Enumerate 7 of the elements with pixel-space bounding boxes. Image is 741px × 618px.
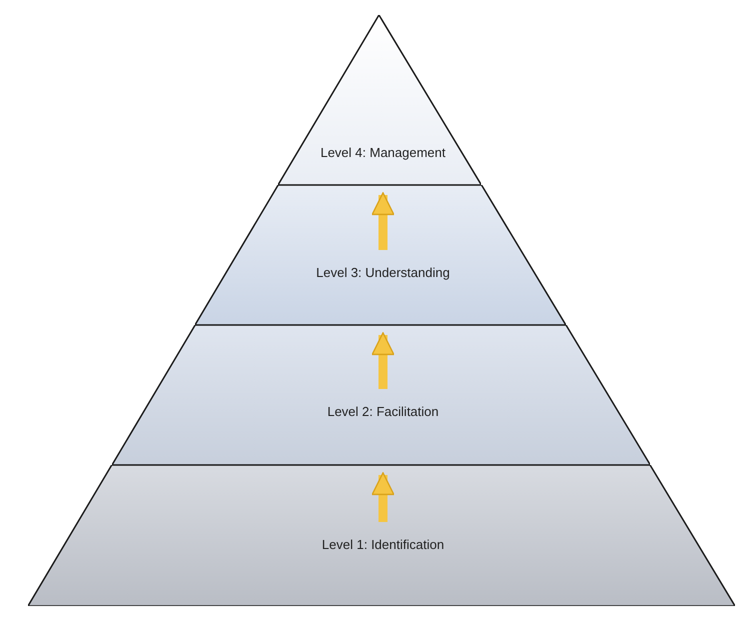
up-arrow bbox=[372, 332, 394, 389]
level-label: Level 3: Understanding bbox=[316, 265, 450, 280]
level-label: Level 4: Management bbox=[320, 145, 446, 160]
up-arrow bbox=[372, 472, 394, 522]
level-label: Level 2: Facilitation bbox=[327, 404, 439, 419]
level-label: Level 1: Identification bbox=[322, 537, 444, 552]
up-arrow bbox=[372, 192, 394, 250]
